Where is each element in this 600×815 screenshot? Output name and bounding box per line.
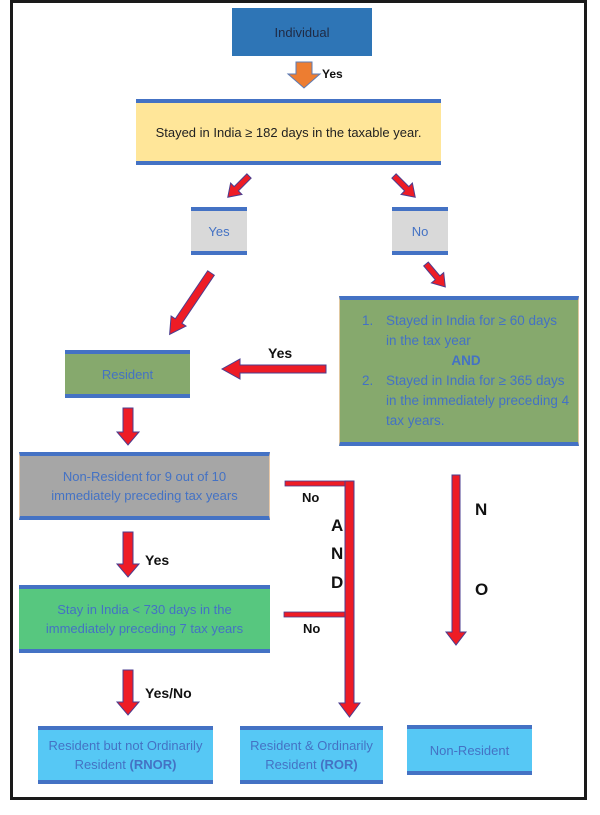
edge-label-nonres910-yes: Yes [145, 552, 170, 568]
node-rnor-text: Resident but not Ordinarily Resident [48, 738, 203, 772]
node-non-resident-9-of-10-label: Non-Resident for 9 out of 10 immediately… [51, 469, 238, 503]
node-yes: Yes [191, 207, 247, 255]
arrow-stayed-to-yes [227, 173, 252, 198]
arrow-conditions-to-nonresident [444, 474, 468, 646]
arrow-nonres910-to-stay730 [115, 531, 141, 578]
arrow-no-to-conditions [422, 261, 446, 288]
node-rnor-label: Resident but not Ordinarily Resident (RN… [38, 736, 213, 774]
condition-and: AND [451, 353, 481, 368]
edge-label-nonres910-no: No [302, 490, 320, 505]
arrow-conditions-to-resident [220, 358, 327, 380]
node-conditions: 1. Stayed in India for ≥ 60 days in the … [339, 296, 579, 446]
condition-item-1-text: Stayed in India for ≥ 60 days in the tax… [386, 313, 558, 348]
edge-label-individual-yes: Yes [322, 67, 343, 81]
condition-item-1-number: 1. [362, 313, 374, 328]
arrow-stay730-to-rnor [115, 669, 141, 716]
no-letter-o: O [475, 580, 489, 599]
arrow-individual-to-stayed [286, 61, 322, 89]
and-letter-d: D [331, 573, 344, 592]
diagram-frame [10, 0, 587, 800]
edge-label-stay730-yes-no: Yes/No [145, 685, 192, 701]
node-no: No [392, 207, 448, 255]
node-ror-label: Resident & Ordinarily Resident (ROR) [240, 736, 383, 774]
arrow-yes-to-resident [169, 270, 216, 336]
node-yes-label: Yes [208, 223, 230, 239]
connector-stay730-no [283, 611, 351, 618]
and-letter-a: A [331, 516, 344, 535]
arrow-stayed-to-no [391, 173, 416, 198]
node-stayed-182-days: Stayed in India ≥ 182 days in the taxabl… [136, 99, 441, 165]
node-individual-label: Individual [274, 24, 330, 40]
node-rnor: Resident but not Ordinarily Resident (RN… [38, 726, 213, 784]
node-stay-730-days: Stay in India < 730 days in the immediat… [19, 585, 270, 653]
node-ror-text: Resident & Ordinarily Resident [250, 738, 373, 772]
edge-label-stay730-no: No [303, 621, 321, 636]
condition-item-2-text: Stayed in India for ≥ 365 days in the im… [386, 373, 570, 428]
condition-item-2-number: 2. [362, 373, 374, 388]
node-resident: Resident [65, 350, 190, 398]
edge-label-conditions-yes: Yes [268, 345, 293, 361]
node-stay-730-label: Stay in India < 730 days in the immediat… [45, 602, 244, 636]
arrow-resident-to-nonres910 [115, 407, 141, 446]
condition-item-2: 2. Stayed in India for ≥ 365 days in the… [362, 371, 570, 431]
node-non-resident-label: Non-Resident [429, 742, 510, 758]
arrow-and-to-ror [338, 480, 361, 718]
node-no-label: No [411, 223, 429, 239]
connector-nonres910-no [284, 480, 354, 487]
node-ror-abbr: (ROR) [320, 757, 358, 772]
node-rnor-abbr: (RNOR) [129, 757, 177, 772]
node-non-resident-9-of-10: Non-Resident for 9 out of 10 immediately… [19, 452, 270, 520]
node-resident-label: Resident [101, 366, 154, 382]
node-ror: Resident & Ordinarily Resident (ROR) [240, 726, 383, 784]
node-non-resident: Non-Resident [407, 725, 532, 775]
node-stayed-182-label: Stayed in India ≥ 182 days in the taxabl… [155, 124, 422, 140]
no-letter-n: N [475, 500, 488, 519]
node-individual: Individual [232, 8, 372, 56]
condition-item-1: 1. Stayed in India for ≥ 60 days in the … [362, 311, 570, 351]
and-letter-n: N [331, 544, 344, 563]
